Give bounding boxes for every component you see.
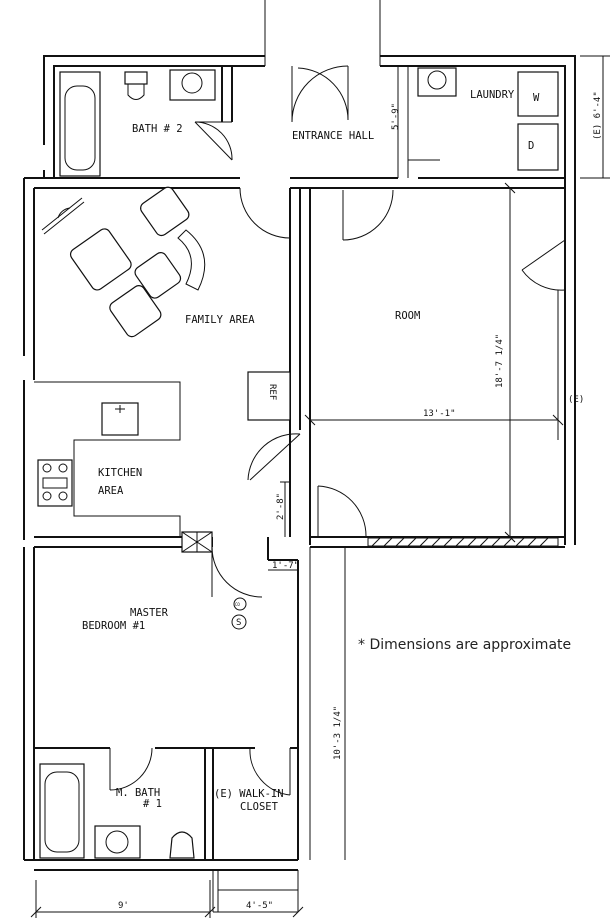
laundry-depth-dim: 5'-9"	[391, 103, 401, 130]
washer-label: W	[533, 92, 540, 104]
washer	[517, 71, 559, 117]
kitchen-counter	[34, 381, 181, 537]
master-label-2: BEDROOM #1	[82, 620, 145, 632]
closet-label-2: CLOSET	[240, 801, 279, 813]
walls	[23, 0, 576, 912]
bottom-right-dim: 4'-5"	[246, 901, 273, 911]
bathtub-2	[59, 71, 101, 177]
door-offset-dim: 1'-7"	[272, 561, 299, 571]
mbath-label-1: M. BATH	[116, 787, 160, 799]
bottom-left-dim: 9'	[118, 901, 129, 911]
smoke-detector-icon	[231, 614, 247, 630]
vent-unit	[181, 531, 213, 553]
toilet-1	[169, 831, 195, 859]
master-label-1: MASTER	[130, 607, 169, 619]
furniture	[41, 186, 206, 338]
kitchen-label-2: AREA	[98, 485, 124, 497]
co-detector-icon	[233, 597, 247, 611]
sink-2	[169, 69, 216, 101]
dimensions-note: * Dimensions are approximate	[358, 637, 571, 653]
side-run-dim: 10'-3 1/4"	[333, 706, 343, 760]
doors	[109, 65, 566, 796]
refrigerator-label: REF	[267, 384, 277, 400]
closet-label-1: (E) WALK-IN	[214, 788, 284, 800]
dryer	[517, 123, 559, 171]
kitchen-label-1: KITCHEN	[98, 467, 142, 479]
family-area-label: FAMILY AREA	[185, 314, 255, 326]
room-width-dim: 13'-1"	[423, 409, 456, 419]
hall-opening-dim: 2'-8"	[276, 493, 286, 520]
laundry-label: LAUNDRY	[470, 89, 515, 101]
dimension-lines	[30, 55, 610, 918]
bath2-label: BATH # 2	[132, 123, 183, 135]
laundry-sink	[417, 67, 457, 97]
room-label: ROOM	[395, 310, 420, 322]
sink-1	[94, 825, 141, 859]
co-detector-label: CO	[235, 602, 240, 607]
room-depth-dim: 18'-7 1/4"	[495, 334, 505, 388]
toilet-2	[124, 71, 148, 100]
hatched-wall	[367, 537, 559, 547]
bathtub-1	[39, 763, 85, 859]
laundry-right-dim: (E) 6'-4"	[593, 91, 603, 140]
mbath-label-2: # 1	[143, 798, 162, 810]
entrance-hall-label: ENTRANCE HALL	[292, 130, 374, 142]
existing-mark: (E)	[568, 395, 584, 405]
smoke-detector-label: S	[236, 618, 241, 628]
dryer-label: D	[528, 140, 534, 152]
refrigerator	[247, 371, 291, 421]
